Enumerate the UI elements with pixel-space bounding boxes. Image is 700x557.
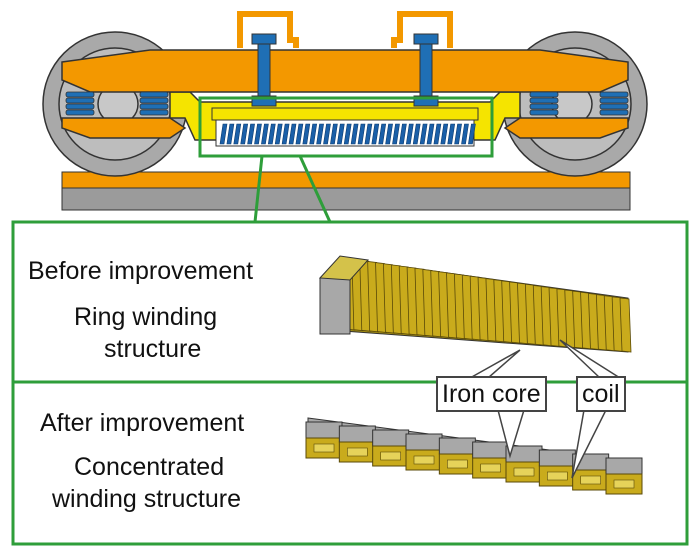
coil-callout: coil: [576, 376, 626, 412]
spring-coil: [529, 109, 559, 116]
motor-coil: [254, 123, 262, 145]
motor-coil: [302, 123, 311, 145]
motor-coil: [468, 123, 476, 145]
motor-coil: [288, 123, 297, 145]
coil-highlight: [447, 459, 468, 469]
ring-core-end: [319, 277, 351, 335]
motor-coil: [440, 123, 449, 145]
zoom-connector: [253, 155, 332, 223]
coil-highlight: [313, 443, 335, 453]
motor-coil: [336, 123, 345, 145]
rail-top: [61, 171, 631, 189]
left-mount: [237, 11, 299, 107]
motor-coil: [419, 123, 428, 145]
spring-coil: [599, 91, 629, 98]
ring-coil: [619, 297, 632, 353]
before-line2: structure: [104, 335, 202, 363]
motor-coil: [274, 123, 283, 145]
motor-coil: [233, 123, 242, 145]
motor-coil: [399, 123, 407, 145]
motor-housing: [211, 107, 479, 121]
before-title: Before improvement: [28, 257, 254, 285]
motor-coil: [281, 123, 290, 145]
rail-base: [61, 187, 631, 211]
motor-coil: [454, 123, 462, 145]
coil-highlight: [613, 479, 635, 489]
spring-coil: [65, 91, 95, 98]
core-tooth: [438, 437, 476, 455]
motor-coil: [309, 123, 318, 145]
motor-coil: [405, 123, 414, 145]
left-arm: [61, 117, 187, 139]
motor-coil: [267, 123, 276, 145]
motor-coil: [226, 123, 235, 145]
motor-coil: [371, 123, 380, 145]
motor-coil: [247, 123, 255, 145]
coil-highlight: [380, 451, 401, 461]
motor-coil: [350, 123, 359, 145]
motor-coil: [323, 123, 331, 145]
spring-coil: [65, 103, 95, 110]
spring-coil: [139, 91, 169, 98]
motor-coil: [426, 123, 435, 145]
after-line2: winding structure: [52, 485, 241, 513]
spring-coil: [599, 109, 629, 116]
core-tooth: [538, 449, 576, 467]
iron-core-callout: Iron core: [436, 376, 547, 412]
concentrated-winding-illustration: [305, 417, 643, 495]
motor-coil: [412, 123, 421, 145]
coil-highlight: [580, 475, 601, 485]
spring-coil: [139, 109, 169, 116]
motor-coil: [461, 123, 469, 145]
after-line1: Concentrated: [74, 453, 225, 481]
core-tooth: [605, 457, 643, 475]
core-tooth: [305, 421, 343, 439]
motor-coil: [447, 123, 456, 145]
ring-winding-illustration: [318, 255, 632, 353]
spring-coil: [599, 97, 629, 104]
coil-highlight: [480, 463, 501, 473]
spring-coil: [139, 97, 169, 104]
motor-coil: [357, 123, 366, 145]
motor-coil: [378, 123, 387, 145]
motor-coil: [240, 123, 249, 145]
after-title: After improvement: [40, 409, 245, 437]
coil-highlight: [413, 455, 435, 465]
core-tooth: [405, 433, 443, 451]
spring-coil: [65, 109, 95, 116]
motor-coil: [295, 123, 304, 145]
spring-coil: [529, 91, 559, 98]
spring-coil: [529, 103, 559, 110]
motor-coil: [343, 123, 352, 145]
motor-coil: [392, 123, 400, 145]
spring-coil: [529, 97, 559, 104]
right-mount: [391, 11, 453, 107]
bogie-frame: [61, 49, 629, 93]
motor-coil: [364, 123, 373, 145]
coil-highlight: [513, 467, 535, 477]
springs: [65, 91, 629, 116]
spring-coil: [65, 97, 95, 104]
motor-coil: [261, 123, 269, 145]
motor-coil: [385, 123, 393, 145]
right-arm: [503, 117, 629, 139]
motor-coils: [219, 123, 476, 145]
zoom-source-box: [198, 96, 494, 158]
coil-highlight: [347, 447, 368, 457]
motor-coil: [433, 123, 442, 145]
core-tooth: [472, 441, 510, 459]
core-tooth: [338, 425, 376, 443]
before-line1: Ring winding: [74, 303, 218, 331]
iron-core-pointer: [467, 349, 521, 379]
spring-coil: [139, 103, 169, 110]
motor-coil: [316, 123, 324, 145]
coil-highlight: [547, 471, 568, 481]
motor-coil: [330, 123, 338, 145]
spring-coil: [599, 103, 629, 110]
motor-coil: [219, 123, 228, 145]
core-tooth: [372, 429, 410, 447]
